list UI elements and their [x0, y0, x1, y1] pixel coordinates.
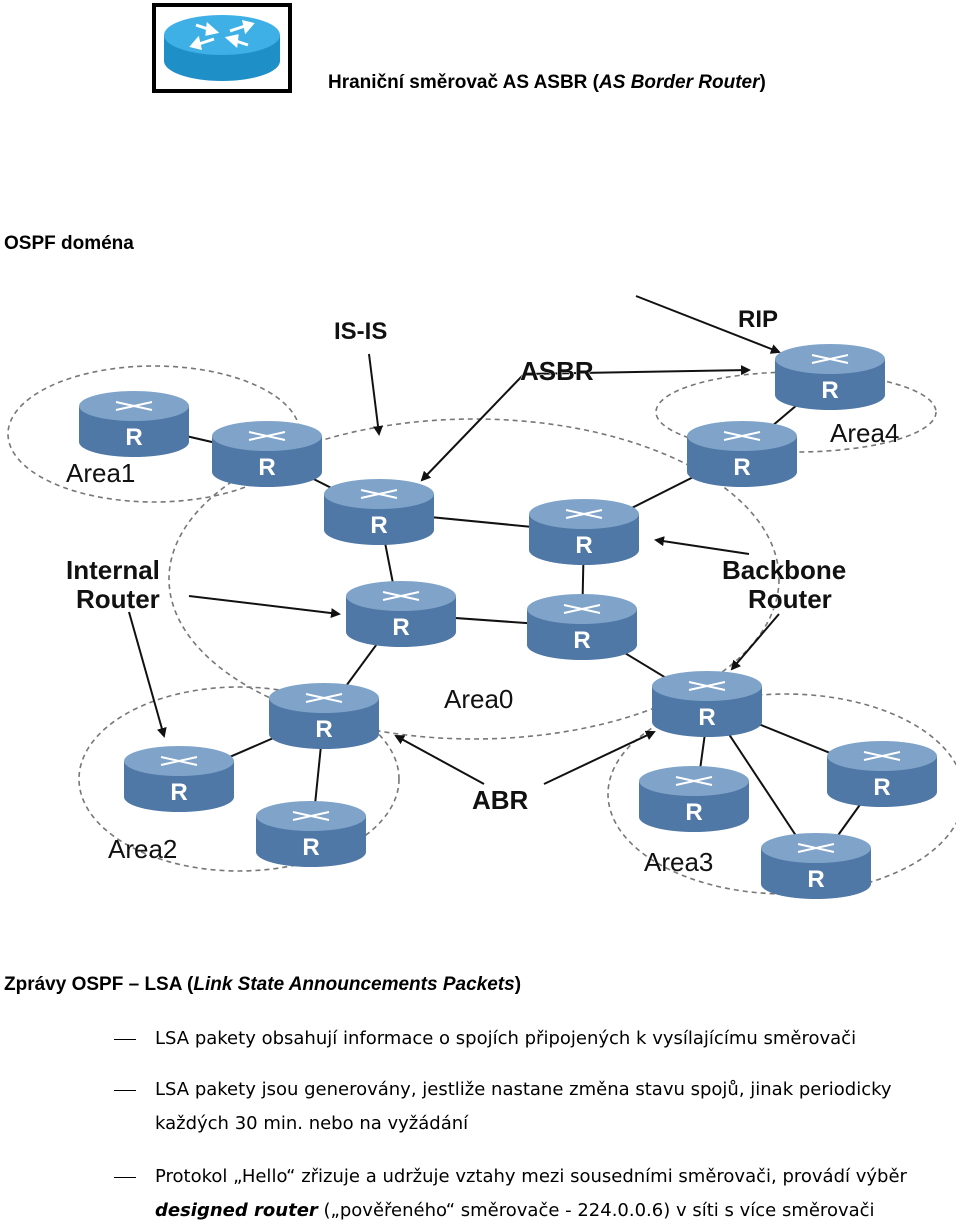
router-label: R: [315, 716, 332, 743]
asbr-heading-english: AS Border Router: [599, 72, 760, 93]
router-label: R: [873, 774, 890, 801]
router-asbr-isis: R: [324, 479, 434, 545]
router-area2-left: R: [124, 746, 234, 812]
router-label: R: [733, 454, 750, 481]
area2-boundary: [78, 686, 400, 872]
bullet-dash: [114, 1177, 136, 1178]
router-label: R: [302, 834, 319, 861]
designed-router-term: designed router: [155, 1200, 318, 1221]
label-backbone-router-line2: Router: [748, 584, 832, 614]
lsa-heading-english: Link State Announcements Packets: [193, 974, 515, 995]
label-asbr: ASBR: [520, 356, 594, 386]
ospf-network-diagram: R R R R: [4, 284, 956, 948]
router-icon: [152, 3, 292, 93]
label-abr: ABR: [472, 785, 529, 815]
router-label: R: [821, 377, 838, 404]
lsa-heading-close: ): [514, 974, 522, 995]
lsa-heading-main: Zprávy OSPF – LSA (: [4, 974, 194, 995]
label-internal-router-line1: Internal: [66, 555, 160, 585]
router-label: R: [125, 424, 142, 451]
ospf-domain-heading: OSPF doména: [4, 233, 134, 254]
router-label: R: [258, 454, 275, 481]
area4-boundary: [655, 371, 937, 453]
router-area1-abr: R: [212, 421, 322, 487]
bullet-item-2: LSA pakety jsou generovány, jestliže nas…: [114, 1073, 954, 1141]
bullet-text-line1: Protokol „Hello“ zřizuje a udržuje vztah…: [155, 1166, 907, 1187]
router-backbone-lower: R: [527, 594, 637, 660]
router-label: R: [392, 614, 409, 641]
label-area2: Area2: [108, 834, 177, 864]
router-area4-abr: R: [687, 421, 797, 487]
area3-boundary: [607, 693, 956, 895]
router-area3-abr: R: [652, 671, 762, 737]
label-rip: RIP: [738, 306, 778, 333]
bullet-dash: [114, 1090, 136, 1091]
router-internal-backbone: R: [346, 581, 456, 647]
bullet-text-line2: každých 30 min. nebo na vyžádání: [155, 1113, 469, 1134]
bullet-text-line1: LSA pakety jsou generovány, jestliže nas…: [155, 1079, 892, 1100]
bullet-item-3: Protokol „Hello“ zřizuje a udržuje vztah…: [114, 1160, 954, 1228]
label-internal-router-line2: Router: [76, 584, 160, 614]
router-label: R: [370, 512, 387, 539]
router-label: R: [170, 779, 187, 806]
bullet-dash: [114, 1039, 136, 1040]
bullet-item-1: LSA pakety obsahují informace o spojích …: [114, 1022, 954, 1056]
router-area3-left: R: [639, 766, 749, 832]
router-asbr-rip: R: [775, 344, 885, 410]
ospf-diagram-svg: R R R R: [7, 295, 956, 899]
asbr-heading: Hraniční směrovač AS ASBR (AS Border Rou…: [328, 72, 766, 94]
area0-boundary: [168, 418, 780, 740]
bullet-text: LSA pakety obsahují informace o spojích …: [155, 1028, 857, 1049]
lsa-heading: Zprávy OSPF – LSA (Link State Announceme…: [4, 974, 521, 996]
asbr-heading-main: Hraniční směrovač AS ASBR (: [328, 72, 600, 93]
router-label: R: [573, 627, 590, 654]
router-label: R: [685, 799, 702, 826]
router-area1-internal: R: [79, 391, 189, 457]
label-area1: Area1: [66, 458, 135, 488]
label-area0: Area0: [444, 684, 513, 714]
router-label: R: [575, 532, 592, 559]
router-backbone-upper: R: [529, 499, 639, 565]
asbr-heading-close: ): [759, 72, 766, 93]
label-backbone-router-line1: Backbone: [722, 555, 846, 585]
router-area3-bottom: R: [761, 833, 871, 899]
label-isis: IS-IS: [334, 318, 387, 345]
router-area2-abr: R: [269, 683, 379, 749]
bullet-text-rest: („pověřeného“ směrovače - 224.0.0.6) v s…: [317, 1200, 875, 1221]
router-area3-right: R: [827, 741, 937, 807]
label-area4: Area4: [830, 418, 899, 448]
label-area3: Area3: [644, 847, 713, 877]
router-label: R: [698, 704, 715, 731]
router-label: R: [807, 866, 824, 893]
router-area2-bottom: R: [256, 801, 366, 867]
bullet-text-line2: designed router („pověřeného“ směrovače …: [155, 1194, 954, 1228]
